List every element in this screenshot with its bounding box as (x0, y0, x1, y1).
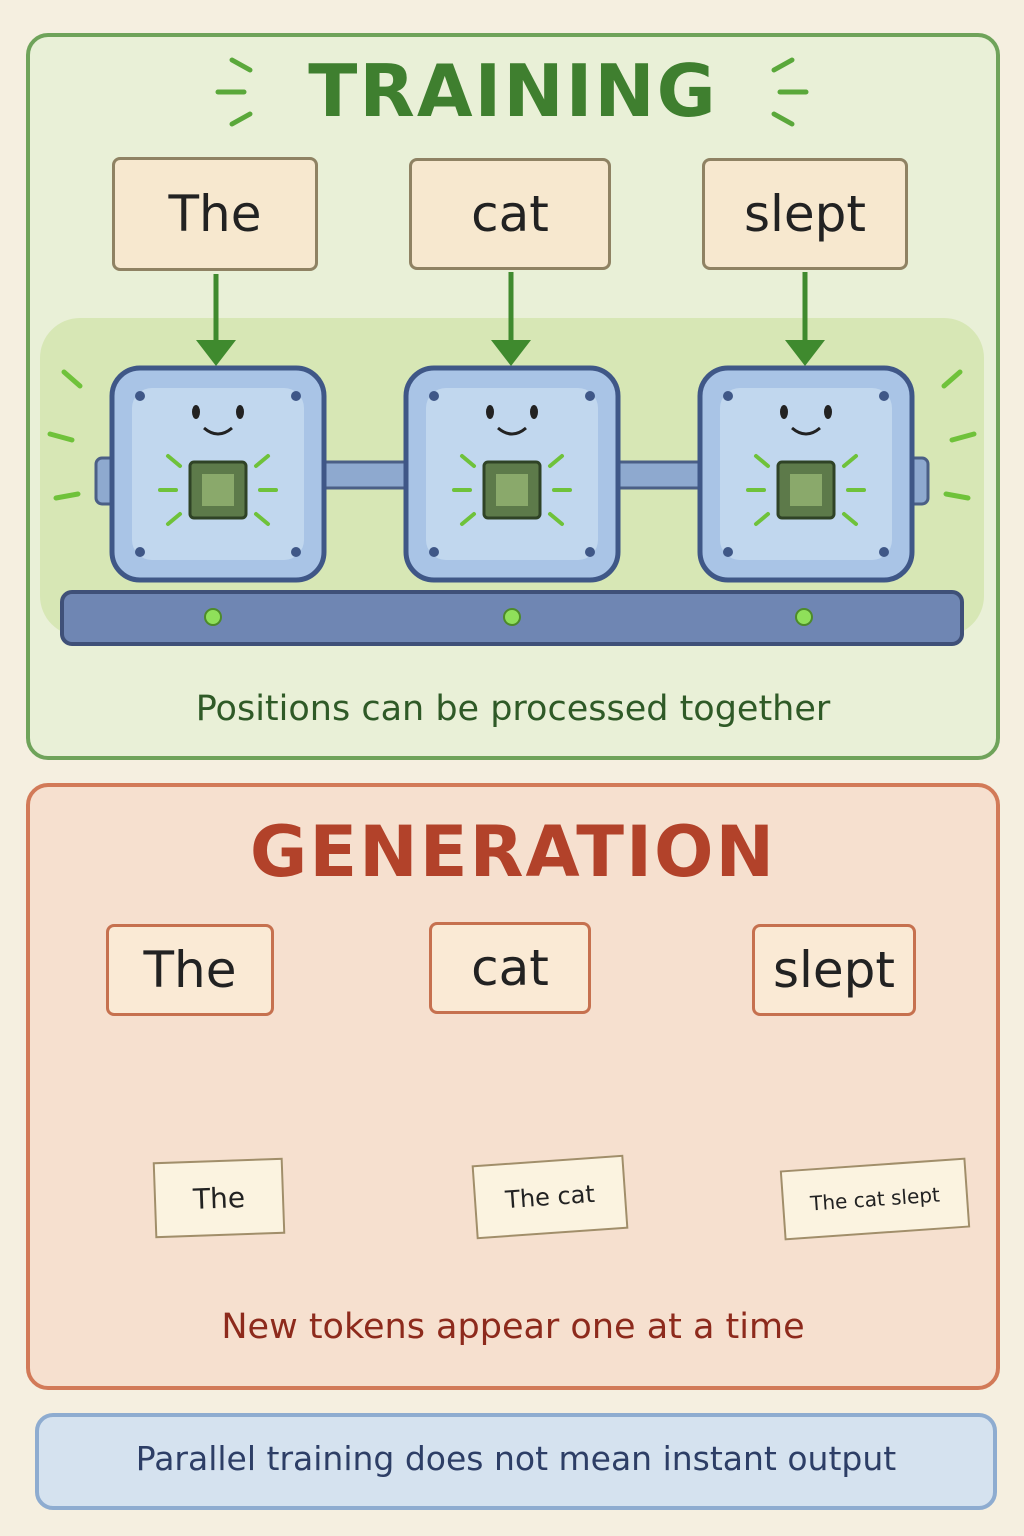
module-connector (610, 460, 708, 490)
training-title-sparks (215, 57, 809, 127)
platform-light (503, 608, 521, 626)
training-token-cat: cat (409, 158, 611, 270)
training-arrows (196, 272, 825, 366)
generation-title: GENERATION (249, 811, 777, 893)
generation-token-the: The (106, 924, 274, 1016)
robot-note-1: The (152, 1157, 286, 1239)
robot-note-3: The cat slept (779, 1157, 971, 1241)
platform-light (204, 608, 222, 626)
glow-marks (47, 369, 977, 501)
footer-banner: Parallel training does not mean instant … (35, 1413, 997, 1510)
training-title: TRAINING (308, 49, 718, 133)
robot-note-2: The cat (471, 1154, 629, 1240)
processor-module (109, 365, 327, 583)
generation-panel: GENERATION New tokens appear one at a ti… (26, 783, 1000, 1390)
generation-token-slept: slept (752, 924, 916, 1016)
generation-token-cat: cat (429, 922, 591, 1014)
training-token-the: The (112, 157, 318, 271)
footer-text: Parallel training does not mean instant … (135, 1439, 897, 1478)
processor-module (403, 365, 621, 583)
processor-module (697, 365, 915, 583)
training-caption: Positions can be processed together (195, 689, 831, 729)
platform-light (795, 608, 813, 626)
training-token-slept: slept (702, 158, 908, 270)
module-connector (316, 460, 414, 490)
generation-caption: New tokens appear one at a time (221, 1307, 805, 1347)
